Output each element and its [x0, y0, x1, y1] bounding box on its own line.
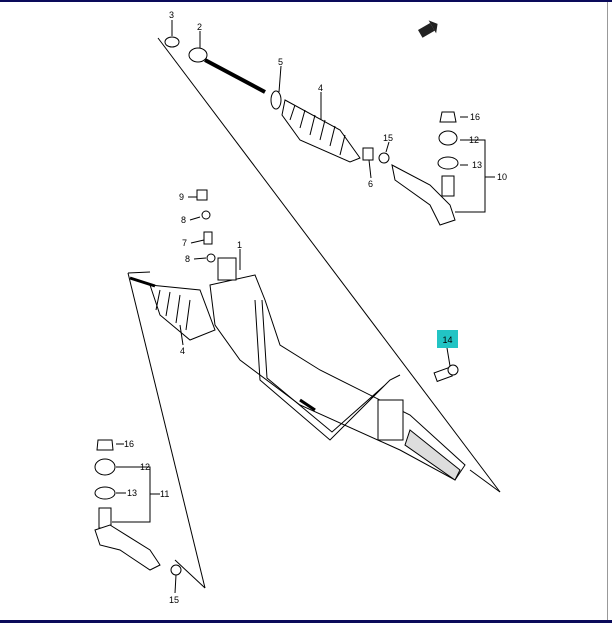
callout-12[interactable]: 12	[140, 462, 150, 472]
tie-rod-end-lower	[94, 439, 182, 576]
callout-7[interactable]: 7	[182, 238, 187, 248]
bolt-14	[433, 364, 459, 383]
inner-tie-rod-upper	[164, 36, 282, 110]
callout-8[interactable]: 8	[185, 254, 190, 264]
callout-11[interactable]: 11	[160, 489, 169, 499]
callout-14-highlighted[interactable]: 14	[437, 330, 458, 348]
callout-10[interactable]: 10	[497, 172, 507, 182]
callout-16[interactable]: 16	[470, 112, 480, 122]
tie-rod-end-upper	[391, 111, 459, 226]
callout-labels: 3 2 5 4 15 6 16 12 13 10 9 8 7 8 1 4 16 …	[124, 10, 507, 605]
valve-parts	[196, 189, 216, 263]
front-arrow-icon	[418, 20, 438, 38]
callout-3[interactable]: 3	[169, 10, 174, 20]
outline-lines	[127, 37, 501, 589]
callout-4[interactable]: 4	[318, 83, 323, 93]
top-border	[0, 0, 612, 2]
callout-15[interactable]: 15	[169, 595, 179, 605]
callout-1[interactable]: 1	[237, 240, 242, 250]
callout-8[interactable]: 8	[181, 215, 186, 225]
callout-13[interactable]: 13	[472, 160, 482, 170]
right-border	[607, 2, 608, 620]
callout-12[interactable]: 12	[469, 135, 479, 145]
callout-4[interactable]: 4	[180, 346, 185, 356]
callout-2[interactable]: 2	[197, 22, 202, 32]
callout-5[interactable]: 5	[278, 57, 283, 67]
boot-upper	[281, 99, 390, 164]
callout-15[interactable]: 15	[383, 133, 393, 143]
callout-9[interactable]: 9	[179, 192, 184, 202]
callout-16[interactable]: 16	[124, 439, 134, 449]
bottom-border	[0, 620, 612, 623]
callout-13[interactable]: 13	[127, 488, 137, 498]
leader-lines	[112, 20, 495, 594]
rack-housing	[129, 257, 466, 481]
callout-6[interactable]: 6	[368, 179, 373, 189]
